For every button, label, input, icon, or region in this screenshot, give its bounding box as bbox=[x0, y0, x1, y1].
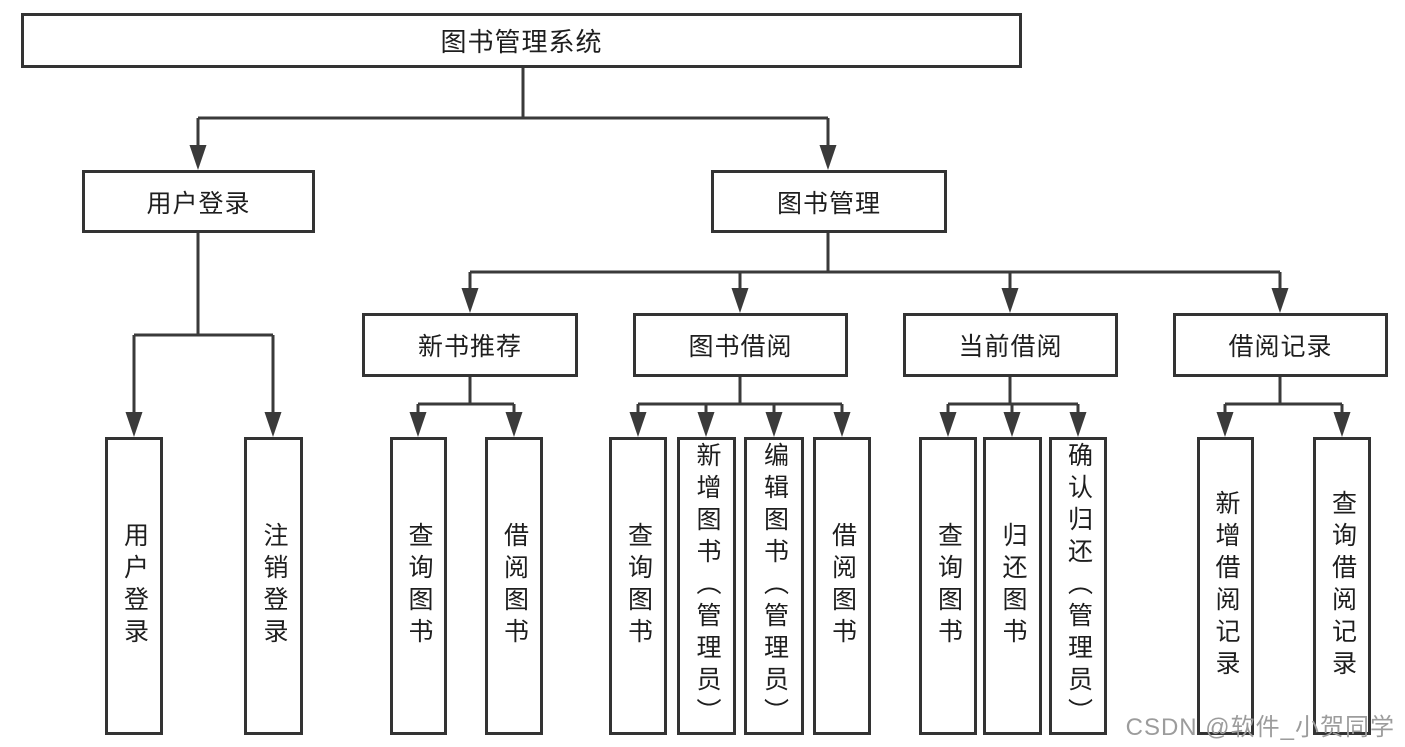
leaf-edit-books-admin: 编辑图书（管理员） bbox=[744, 437, 804, 735]
leaf-query-borrow-record: 查询借阅记录 bbox=[1313, 437, 1371, 735]
leaf-label: 编辑图书（管理员） bbox=[760, 442, 789, 730]
leaf-add-borrow-record: 新增借阅记录 bbox=[1197, 437, 1254, 735]
node-new-book-recommendation: 新书推荐 bbox=[362, 313, 578, 377]
node-current-borrowing: 当前借阅 bbox=[903, 313, 1118, 377]
leaf-label: 查询图书 bbox=[934, 522, 963, 650]
node-book-borrowing: 图书借阅 bbox=[633, 313, 848, 377]
leaf-return-books: 归还图书 bbox=[983, 437, 1042, 735]
leaf-label: 借阅图书 bbox=[828, 522, 857, 650]
leaf-query-books-1: 查询图书 bbox=[390, 437, 447, 735]
leaf-user-login: 用户登录 bbox=[105, 437, 163, 735]
leaf-label: 归还图书 bbox=[999, 522, 1027, 650]
leaf-label: 注销登录 bbox=[260, 522, 288, 650]
leaf-query-books-3: 查询图书 bbox=[919, 437, 977, 735]
leaf-logout: 注销登录 bbox=[244, 437, 303, 735]
leaf-add-books-admin: 新增图书（管理员） bbox=[677, 437, 736, 735]
leaf-confirm-return-admin: 确认归还（管理员） bbox=[1049, 437, 1107, 735]
node-user-login: 用户登录 bbox=[82, 170, 315, 233]
csdn-watermark: CSDN @软件_小贺同学 bbox=[1125, 714, 1395, 741]
leaf-label: 借阅图书 bbox=[500, 522, 529, 650]
leaf-query-books-2: 查询图书 bbox=[609, 437, 667, 735]
node-book-management: 图书管理 bbox=[711, 170, 947, 233]
leaf-label: 确认归还（管理员） bbox=[1064, 442, 1093, 730]
node-label: 用户登录 bbox=[146, 189, 251, 218]
leaf-label: 查询借阅记录 bbox=[1328, 490, 1357, 682]
leaf-borrow-books-1: 借阅图书 bbox=[485, 437, 543, 735]
leaf-label: 查询图书 bbox=[405, 522, 433, 650]
node-label: 图书借阅 bbox=[688, 333, 793, 361]
node-label: 新书推荐 bbox=[417, 333, 522, 361]
node-book-management-system: 图书管理系统 bbox=[21, 13, 1022, 68]
node-label: 当前借阅 bbox=[958, 333, 1063, 361]
leaf-label: 查询图书 bbox=[624, 522, 653, 650]
leaf-label: 新增图书（管理员） bbox=[693, 442, 721, 730]
leaf-label: 用户登录 bbox=[120, 522, 149, 650]
leaf-label: 新增借阅记录 bbox=[1212, 490, 1240, 682]
node-borrowing-records: 借阅记录 bbox=[1173, 313, 1388, 377]
node-label: 图书管理 bbox=[776, 189, 881, 218]
node-label: 借阅记录 bbox=[1228, 333, 1333, 361]
node-label: 图书管理系统 bbox=[440, 27, 603, 57]
leaf-borrow-books-2: 借阅图书 bbox=[813, 437, 871, 735]
